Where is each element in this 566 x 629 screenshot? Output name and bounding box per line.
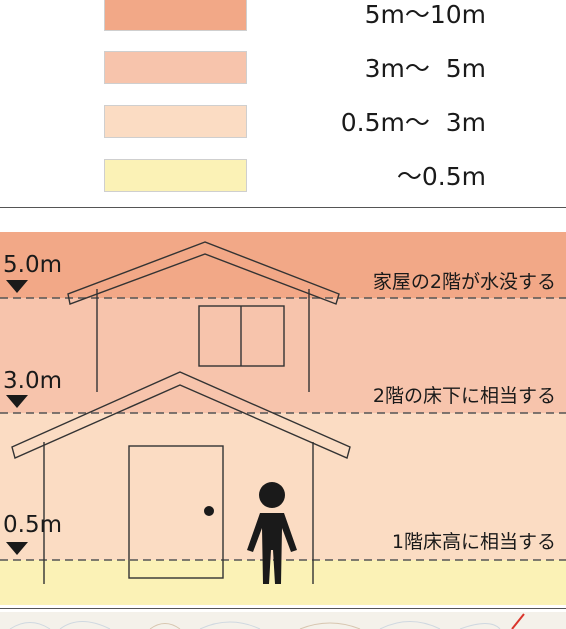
level-5m-note: 家屋の2階が水没する	[372, 271, 556, 293]
level-5m-value: 5.0m	[3, 252, 62, 278]
level-3m-value: 3.0m	[3, 368, 62, 394]
flood-depth-diagram: 5.0m 家屋の2階が水没する 3.0m 2階の床下に相当する 0.5m 1階床…	[0, 232, 566, 605]
house-illustration	[0, 241, 566, 584]
map-contours	[9, 613, 525, 629]
band-3-5m	[0, 298, 566, 413]
band-5m-plus	[0, 232, 566, 298]
depth-legend: 5m〜10m 3m〜 5m 0.5m〜 3m 〜0.5m	[0, 0, 566, 203]
level-0.5m-marker	[6, 542, 28, 555]
legend-swatch-3-5m	[104, 51, 247, 84]
level-0.5m-value: 0.5m	[3, 512, 62, 538]
legend-label-5-10m: 5m〜10m	[364, 0, 486, 29]
upper-roof	[67, 241, 340, 305]
divider-top	[0, 207, 566, 208]
legend-label-under-0.5m: 〜0.5m	[396, 162, 486, 191]
front-door	[128, 445, 224, 579]
band-under-0.5m	[0, 560, 566, 605]
level-5m-marker	[6, 280, 28, 293]
level-0.5m-note: 1階床高に相当する	[391, 531, 556, 553]
level-3m-note: 2階の床下に相当する	[372, 385, 556, 407]
legend-swatch-5-10m	[104, 0, 247, 31]
person-figure	[247, 482, 297, 584]
legend-label-3-5m: 3m〜 5m	[364, 54, 486, 83]
lower-roof	[11, 371, 351, 459]
legend-swatch-under-0.5m	[104, 159, 247, 192]
divider-bottom	[0, 608, 566, 609]
legend-label-0.5-3m: 0.5m〜 3m	[340, 108, 486, 137]
map-fragment	[0, 612, 566, 629]
door-knob	[204, 506, 214, 516]
band-0.5-3m	[0, 413, 566, 560]
level-3m-marker	[6, 395, 28, 408]
legend-swatch-0.5-3m	[104, 105, 247, 138]
